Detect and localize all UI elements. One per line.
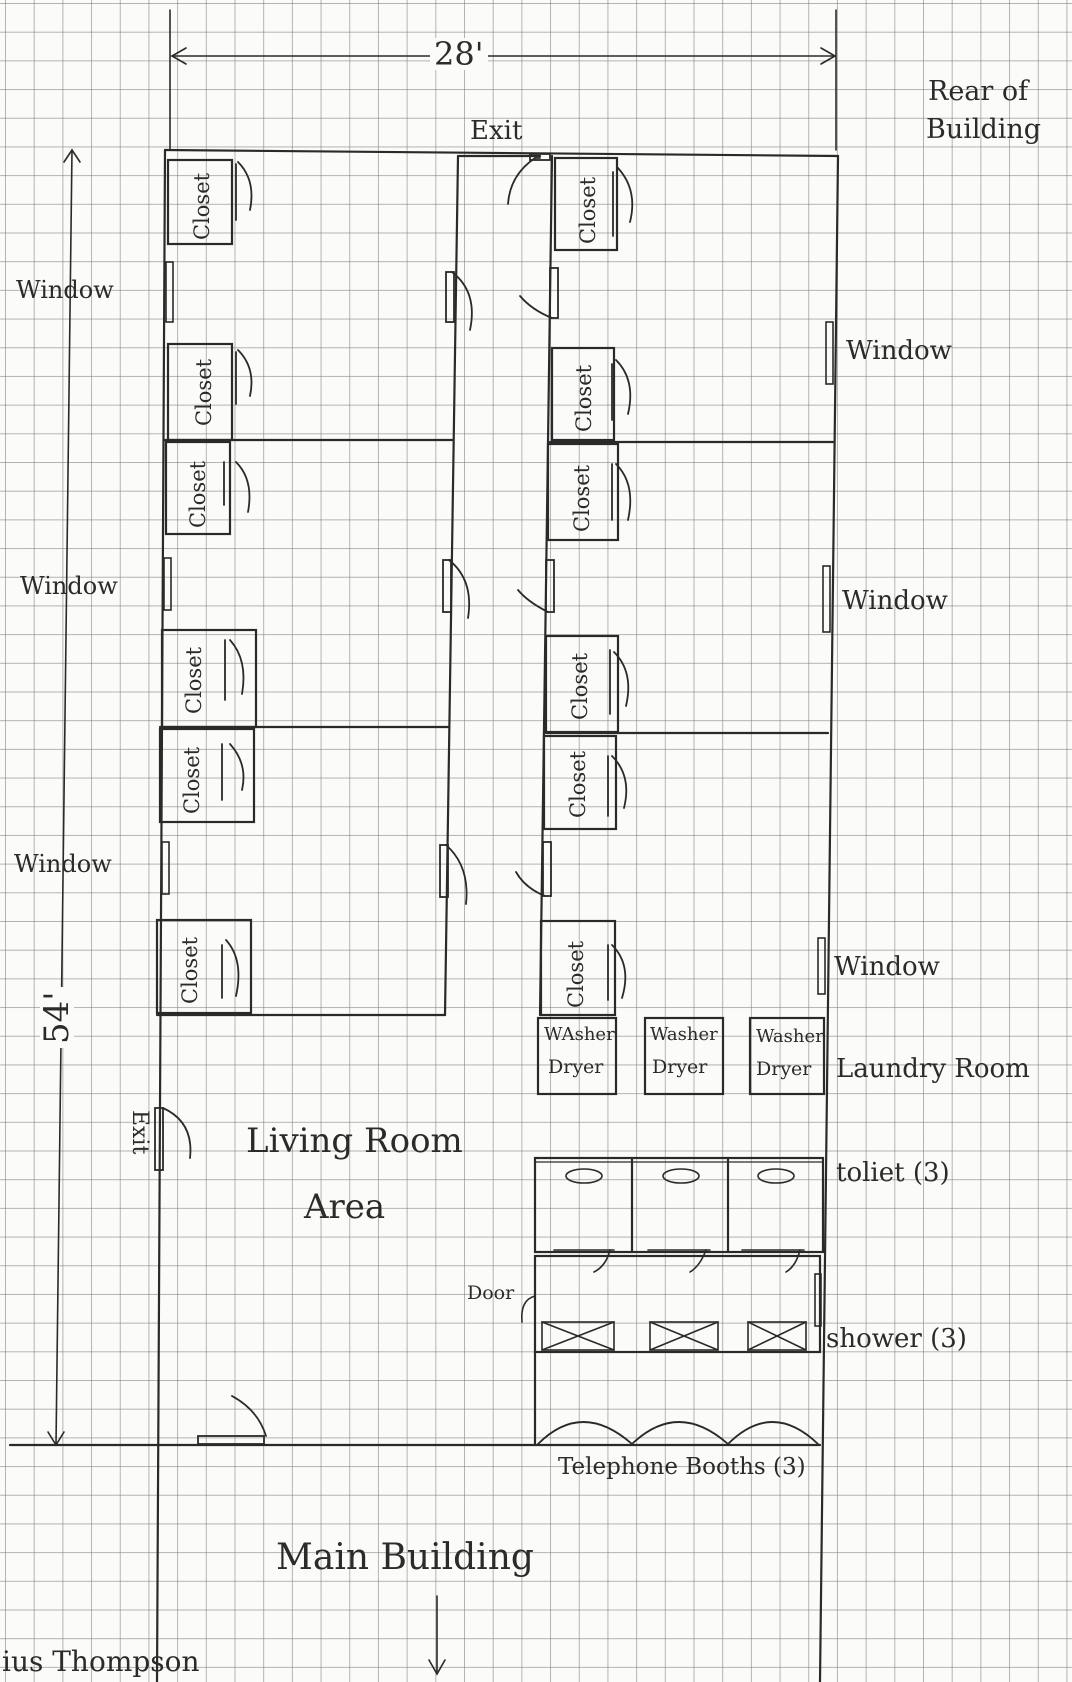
closet-label-left-5: Closet [180,746,204,814]
door-label: Door [467,1282,515,1304]
window-label-right-3: Window [834,952,940,982]
toilet-label: toliet (3) [836,1158,950,1188]
window-label-right-1: Window [846,336,952,366]
width-dimension-arrow [169,9,837,151]
dryer-label-2: Dryer [652,1056,708,1078]
window-label-left-3: Window [14,850,112,878]
closet-label-right-3: Closet [570,464,594,532]
closet-label-left-3: Closet [186,460,210,528]
rear-of-building-label-2: Building [926,114,1042,145]
main-building-label: Main Building [276,1537,534,1578]
length-dimension-arrow [47,148,81,1447]
closet-label-right-4: Closet [568,652,592,720]
rear-wall [163,148,840,158]
closet-label-left-6: Closet [178,936,202,1004]
telephone-booths-label: Telephone Booths (3) [558,1454,806,1480]
closet-label-right-1: Closet [576,176,600,244]
closet-label-right-6: Closet [564,940,588,1008]
washer-label-1: WAsher [544,1024,615,1045]
length-dimension-label: 54' [37,987,77,1048]
width-dimension-label: 28' [430,38,488,70]
window-label-left-2: Window [20,572,118,600]
living-room-label-2: Area [304,1187,386,1227]
left-outer-wall [155,148,167,1682]
exit-rear-label: Exit [470,116,523,146]
shower-label: shower (3) [826,1324,967,1354]
exit-side-label: Exit [127,1110,152,1155]
right-outer-wall [818,154,840,1682]
closet-label-right-5: Closet [566,750,590,818]
closet-label-left-4: Closet [182,646,206,714]
washer-label-2: Washer [650,1024,718,1045]
washer-label-3: Washer [756,1026,824,1047]
window-label-left-1: Window [16,276,114,304]
laundry-room-label: Laundry Room [836,1054,1030,1084]
window-label-right-2: Window [842,586,948,616]
dryer-label-3: Dryer [756,1058,812,1080]
living-room-label-1: Living Room [246,1121,463,1161]
closet-label-left-1: Closet [190,172,214,240]
closet-label-right-2: Closet [572,364,596,432]
dryer-label-1: Dryer [548,1056,604,1078]
closet-label-left-2: Closet [192,358,216,426]
rear-of-building-label-1: Rear of [928,76,1029,107]
signature: ius Thompson [2,1645,200,1678]
